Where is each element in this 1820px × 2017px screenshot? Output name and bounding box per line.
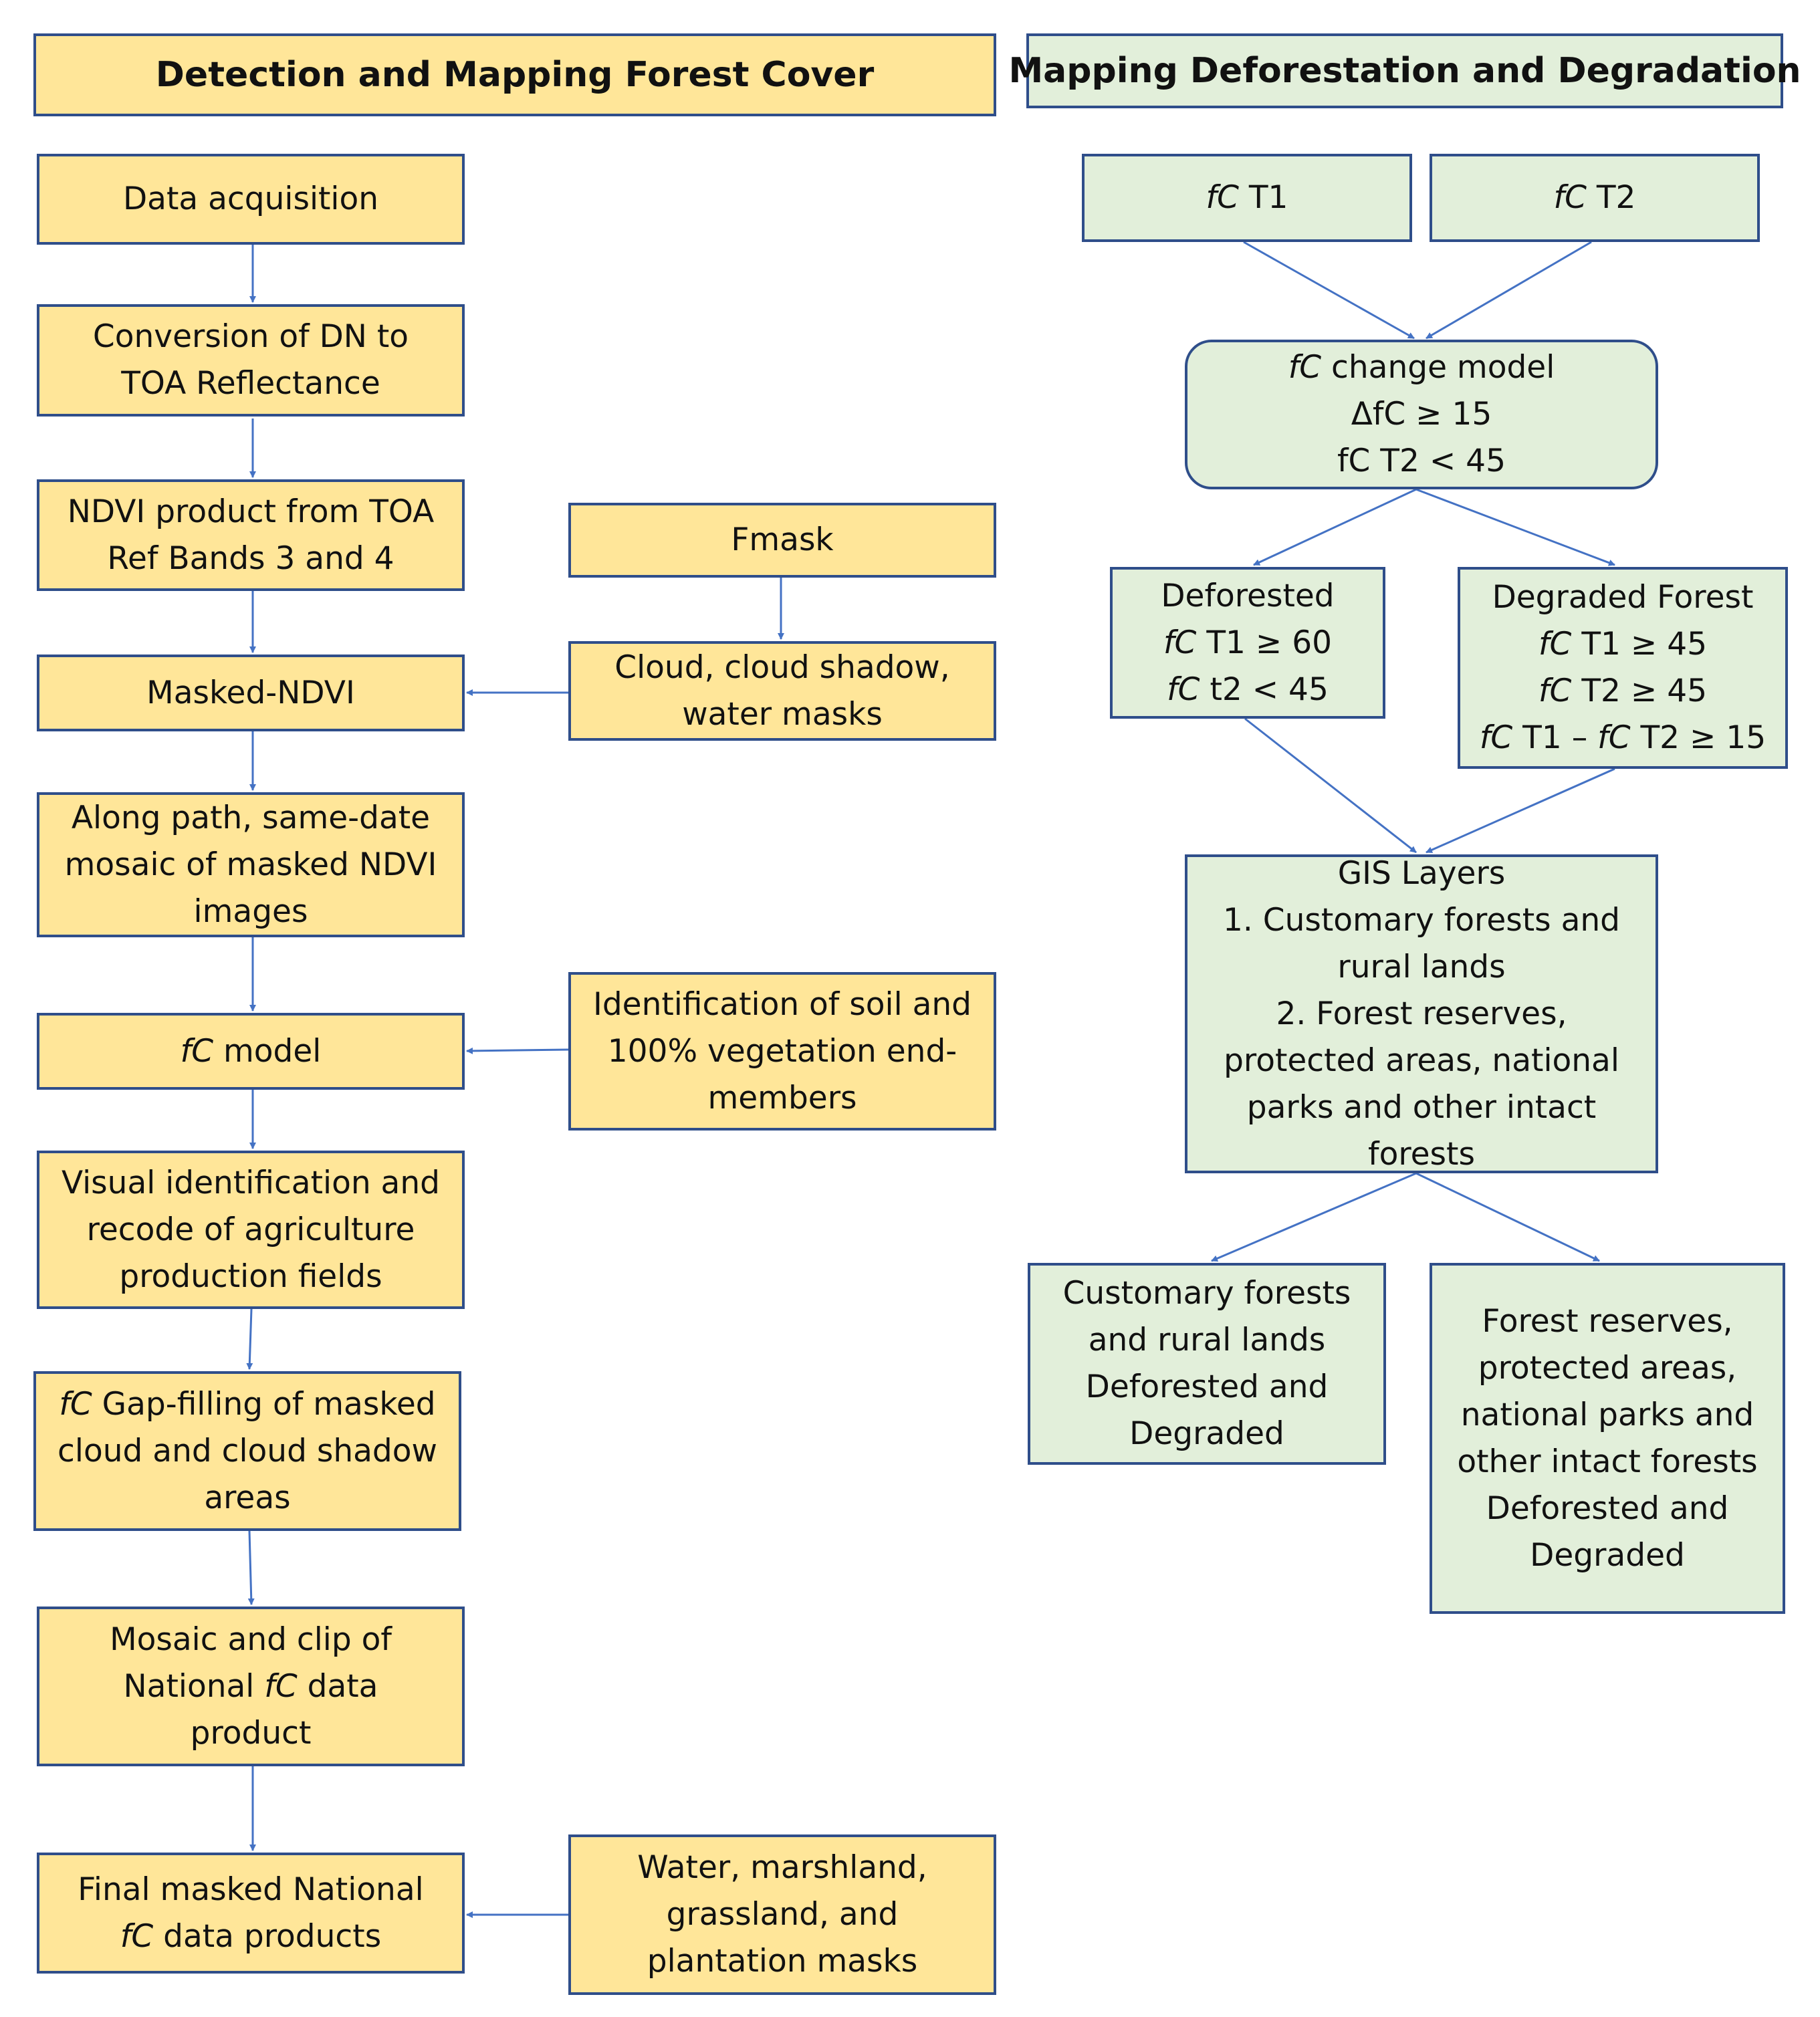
- arrow-deforested-to-gis: [1244, 717, 1417, 854]
- input-fmask: Fmask: [568, 503, 996, 578]
- input-water-marsh-grass-plantation-masks: Water, marshland, grassland, and plantat…: [568, 1834, 996, 1995]
- arrow-endmembers-to-fcmodel: [466, 1047, 569, 1054]
- step-gap-filling: fC Gap-filling of masked cloud and cloud…: [33, 1371, 461, 1531]
- step-ndvi-product: NDVI product from TOA Ref Bands 3 and 4: [37, 479, 465, 591]
- step-fc-model: fC model: [37, 1013, 465, 1090]
- arrow-gis-to-reserves: [1415, 1172, 1600, 1262]
- step-data-acquisition: Data acquisition: [37, 154, 465, 245]
- arrow-change-to-deforested: [1253, 488, 1417, 566]
- node-gis-layers: GIS Layers 1. Customary forests and rura…: [1185, 854, 1658, 1173]
- input-endmembers: Identification of soil and 100% vegetati…: [568, 972, 996, 1131]
- node-fc-t1: fC T1: [1082, 154, 1412, 242]
- step-visual-identification: Visual identification and recode of agri…: [37, 1151, 465, 1309]
- arrow-t2-to-change: [1426, 241, 1592, 340]
- arrow-t1-to-change: [1243, 241, 1415, 340]
- node-reserves-deforested-degraded: Forest reserves, protected areas, nation…: [1430, 1263, 1785, 1614]
- arrow-gapfill-to-mosaicclip: [247, 1530, 255, 1605]
- left-section-header: Detection and Mapping Forest Cover: [33, 33, 996, 116]
- step-final-products: Final masked National fC data products: [37, 1853, 465, 1974]
- step-mosaic-masked-ndvi: Along path, same-date mosaic of masked N…: [37, 792, 465, 937]
- arrow-change-to-degraded: [1415, 488, 1615, 566]
- input-cloud-shadow-water-masks: Cloud, cloud shadow, water masks: [568, 641, 996, 741]
- step-conversion-dn-toa: Conversion of DN to TOA Reflectance: [37, 304, 465, 417]
- arrow-degraded-to-gis: [1426, 767, 1615, 854]
- node-fc-change-model: fC change model ΔfC ≥ 15 fC T2 < 45: [1185, 340, 1658, 489]
- node-customary-deforested-degraded: Customary forests and rural lands Defore…: [1028, 1263, 1386, 1465]
- step-mosaic-clip: Mosaic and clip of National fC data prod…: [37, 1607, 465, 1766]
- arrow-gis-to-customary: [1211, 1172, 1417, 1262]
- step-masked-ndvi: Masked-NDVI: [37, 655, 465, 731]
- node-deforested: Deforested fC T1 ≥ 60 fC t2 < 45: [1110, 567, 1385, 719]
- right-section-header: Mapping Deforestation and Degradation: [1008, 33, 1801, 108]
- arrow-visual-to-gapfill: [246, 1308, 253, 1370]
- node-degraded-forest: Degraded Forest fC T1 ≥ 45 fC T2 ≥ 45 fC…: [1458, 567, 1788, 769]
- node-fc-t2: fC T2: [1430, 154, 1760, 242]
